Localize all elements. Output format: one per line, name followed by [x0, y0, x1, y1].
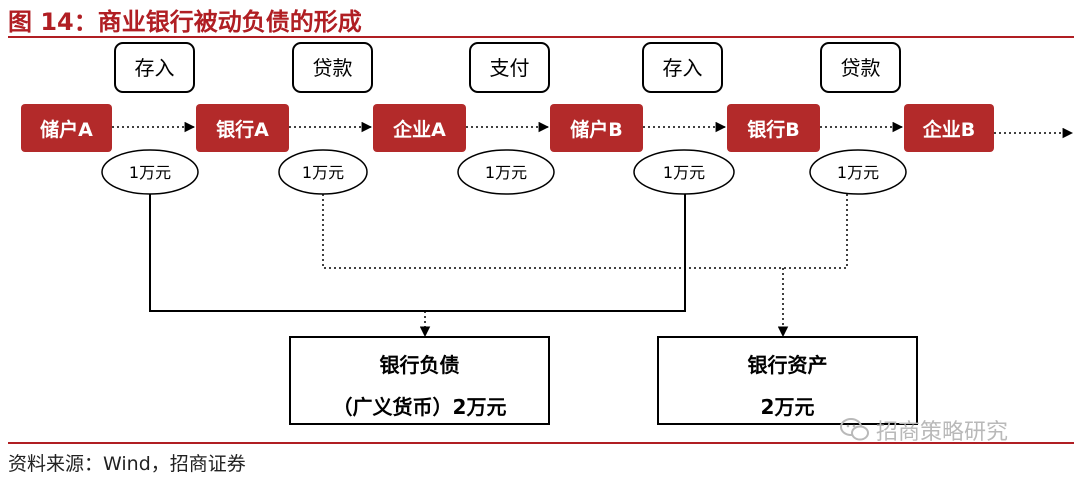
node-saver-a: 储户A — [21, 104, 112, 152]
action-label: 贷款 — [841, 56, 881, 80]
action-box-deposit-b: 存入 — [642, 42, 723, 93]
amount-ellipse-3: 1万元 — [457, 149, 555, 195]
amount-ellipse-1: 1万元 — [101, 149, 199, 195]
node-enterprise-a: 企业A — [373, 104, 466, 152]
loan-connector — [322, 194, 848, 269]
amount-label: 1万元 — [837, 163, 879, 182]
node-saver-b: 储户B — [550, 104, 643, 152]
node-label: 银行B — [747, 118, 799, 141]
title-rule — [8, 36, 1074, 38]
chat-bubble-icon — [840, 418, 869, 441]
amount-ellipse-4: 1万元 — [633, 149, 735, 195]
action-label: 贷款 — [313, 56, 353, 80]
deposit-connector — [149, 194, 686, 312]
bank-asset-box: 银行资产 2万元 — [657, 336, 918, 425]
liability-title: 银行负债 — [380, 353, 460, 377]
flow-arrows — [112, 121, 1074, 139]
amount-ellipse-5: 1万元 — [809, 149, 907, 195]
bank-liability-box: 银行负债 （广义货币）2万元 — [289, 336, 550, 425]
amount-label: 1万元 — [663, 163, 705, 182]
node-bank-b: 银行B — [727, 104, 820, 152]
node-bank-a: 银行A — [196, 104, 289, 152]
node-label: 企业B — [922, 118, 975, 141]
node-label: 企业A — [392, 118, 446, 141]
amount-label: 1万元 — [302, 163, 344, 182]
action-label: 存入 — [135, 56, 175, 80]
watermark: 招商策略研究 — [840, 414, 1008, 446]
action-label: 支付 — [490, 56, 530, 80]
asset-value: 2万元 — [761, 395, 815, 419]
amount-label: 1万元 — [129, 163, 171, 182]
action-label: 存入 — [663, 56, 703, 80]
action-box-loan-a: 贷款 — [292, 42, 373, 93]
node-enterprise-b: 企业B — [904, 104, 994, 152]
node-label: 储户B — [570, 118, 622, 141]
node-label: 银行A — [216, 118, 269, 141]
source-note: 资料来源：Wind，招商证券 — [8, 453, 246, 475]
amount-ellipse-2: 1万元 — [278, 149, 368, 195]
asset-title: 银行资产 — [748, 353, 828, 377]
node-label: 储户A — [40, 118, 93, 141]
action-box-deposit-a: 存入 — [114, 42, 195, 93]
amount-label: 1万元 — [485, 163, 527, 182]
watermark-text: 招商策略研究 — [876, 420, 1009, 445]
liability-value: （广义货币）2万元 — [333, 395, 507, 419]
action-box-pay: 支付 — [469, 42, 550, 93]
figure-title: 图 14：商业银行被动负债的形成 — [8, 8, 362, 36]
footer-rule — [8, 442, 1074, 444]
action-box-loan-b: 贷款 — [820, 42, 901, 93]
